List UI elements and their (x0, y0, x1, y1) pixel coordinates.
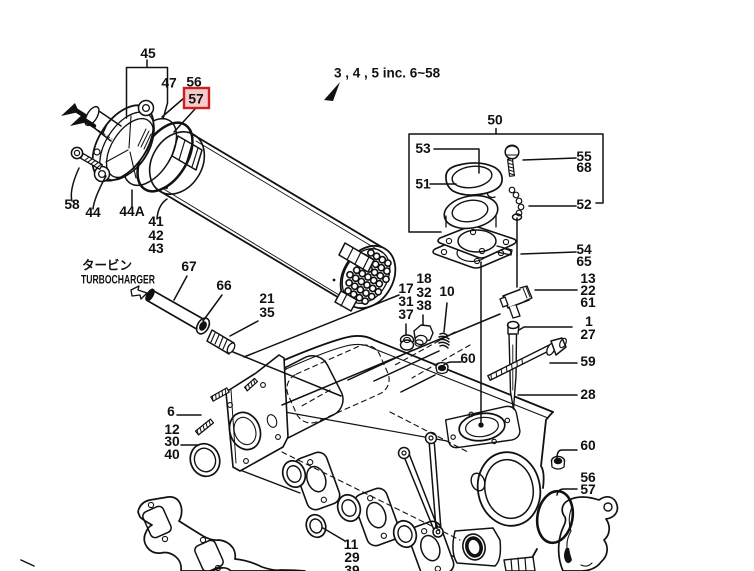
svg-text:47: 47 (161, 76, 177, 91)
svg-text:60: 60 (460, 351, 476, 366)
svg-text:42: 42 (148, 228, 164, 243)
svg-text:65: 65 (576, 254, 592, 269)
svg-text:60: 60 (580, 438, 596, 453)
svg-text:51: 51 (415, 177, 431, 192)
svg-text:29: 29 (344, 550, 360, 565)
svg-text:58: 58 (64, 197, 80, 212)
svg-text:32: 32 (416, 285, 432, 300)
svg-text:66: 66 (216, 278, 232, 293)
svg-text:44: 44 (85, 205, 101, 220)
svg-text:35: 35 (259, 305, 275, 320)
svg-text:57: 57 (188, 92, 204, 107)
svg-text:61: 61 (580, 295, 596, 310)
svg-text:37: 37 (398, 307, 414, 322)
svg-text:54: 54 (576, 242, 592, 257)
svg-text:57: 57 (580, 482, 596, 497)
svg-text:45: 45 (140, 46, 156, 61)
svg-text:28: 28 (580, 387, 596, 402)
svg-text:40: 40 (164, 447, 180, 462)
svg-text:38: 38 (416, 298, 432, 313)
svg-text:1: 1 (585, 314, 593, 329)
svg-text:59: 59 (580, 354, 596, 369)
svg-text:41: 41 (148, 214, 164, 229)
svg-text:12: 12 (164, 422, 180, 437)
svg-text:56: 56 (580, 470, 596, 485)
svg-text:TURBOCHARGER: TURBOCHARGER (81, 275, 156, 287)
svg-text:44A: 44A (119, 204, 144, 219)
svg-text:13: 13 (580, 271, 596, 286)
svg-text:6: 6 (167, 404, 175, 419)
svg-text:22: 22 (580, 283, 596, 298)
svg-text:50: 50 (487, 113, 503, 128)
svg-text:55: 55 (576, 149, 592, 164)
svg-text:21: 21 (259, 291, 275, 306)
svg-text:タービン: タービン (82, 258, 132, 273)
svg-text:10: 10 (439, 284, 455, 299)
svg-text:30: 30 (164, 434, 180, 449)
svg-text:11: 11 (344, 537, 359, 552)
svg-text:52: 52 (576, 197, 592, 212)
svg-text:31: 31 (398, 294, 414, 309)
svg-text:53: 53 (415, 141, 431, 156)
svg-text:27: 27 (580, 327, 596, 342)
svg-text:43: 43 (148, 241, 164, 256)
svg-text:39: 39 (344, 563, 360, 571)
svg-text:56: 56 (186, 75, 202, 90)
svg-text:3 , 4 , 5 inc. 6~58: 3 , 4 , 5 inc. 6~58 (334, 66, 441, 81)
svg-text:17: 17 (398, 281, 414, 296)
svg-text:18: 18 (416, 271, 432, 286)
svg-text:67: 67 (181, 259, 197, 274)
svg-text:68: 68 (576, 160, 592, 175)
